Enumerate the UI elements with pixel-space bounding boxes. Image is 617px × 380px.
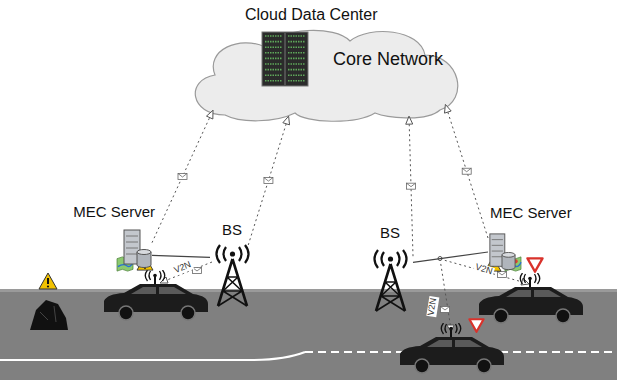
tower-shape: [210, 245, 255, 307]
rock-hazard: [30, 273, 68, 330]
node-label: BS: [380, 224, 400, 242]
give-way-icon: [527, 258, 542, 271]
node-label: Cloud Data Center: [245, 5, 378, 24]
label-holder: V2N: [173, 256, 193, 274]
arrow-head: [206, 110, 213, 119]
label-holder: V2N: [423, 295, 443, 313]
give-way-icon: [469, 319, 483, 332]
node-label: MEC Server: [73, 203, 155, 221]
text-holder: MEC Server: [490, 204, 572, 222]
base-station-tower: [375, 250, 407, 311]
text-holder: BS: [222, 221, 242, 239]
arrow-head: [444, 104, 451, 113]
message-envelope: [407, 183, 416, 189]
node-label: Core Network: [333, 49, 443, 71]
tower-shape: [368, 250, 413, 312]
link-label: V2N: [172, 260, 194, 276]
cloud-outline: [195, 30, 457, 121]
car: [479, 273, 583, 323]
cloud-node: Cloud Data CenterCore Network: [185, 5, 465, 122]
base-station-tower: [217, 245, 249, 306]
car: [104, 270, 208, 320]
label-holder: V2N: [474, 258, 494, 276]
message-envelope: [178, 174, 187, 180]
network-link: [248, 116, 289, 245]
text-holder: Core Network: [333, 49, 443, 71]
arrow-head: [283, 116, 290, 125]
tower-node: BS: [210, 245, 255, 307]
wired-link: [152, 255, 210, 257]
server-icon: [490, 234, 515, 270]
message-envelope: [441, 307, 450, 313]
message-envelope: [264, 178, 273, 184]
server-rack: [262, 32, 308, 86]
network-link: [444, 104, 488, 238]
tower-node: BS: [368, 250, 413, 312]
network-link: [152, 110, 213, 242]
server-shape: [488, 232, 516, 272]
wired-link: [413, 252, 488, 262]
text-holder: MEC Server: [73, 203, 155, 221]
server-node: MEC Server: [488, 232, 516, 272]
message-envelope: [498, 272, 507, 278]
link-label: V2N: [473, 262, 495, 277]
node-label: BS: [222, 221, 242, 239]
server-node: MEC Server: [122, 228, 152, 270]
network-link: [406, 116, 416, 256]
car: [400, 323, 504, 373]
server-icon: [124, 230, 151, 268]
text-holder: Cloud Data Center: [245, 5, 378, 24]
server-shape: [122, 228, 152, 270]
v2n-links: [160, 257, 529, 333]
text-holder: BS: [380, 224, 400, 242]
arrow-head: [406, 116, 413, 124]
node-label: MEC Server: [490, 204, 572, 222]
message-envelope: [462, 168, 471, 174]
